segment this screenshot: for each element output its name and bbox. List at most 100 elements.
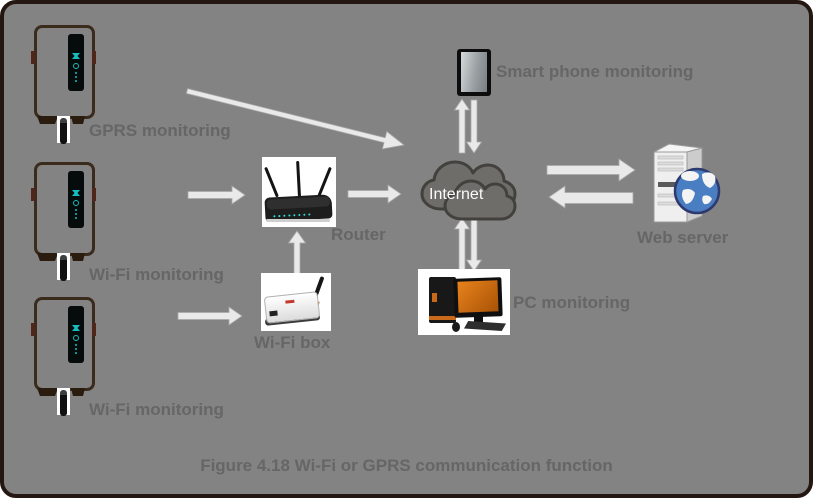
wifi-box-image	[261, 273, 331, 331]
label-smartphone-monitoring: Smart phone monitoring	[496, 62, 694, 81]
mounting-tab	[31, 188, 35, 201]
connection-arrows	[177, 88, 636, 326]
dc-connector	[37, 388, 58, 396]
gprs-stick	[57, 116, 70, 144]
web-server-image	[653, 143, 721, 223]
pc-monitor-stand	[474, 316, 483, 323]
display-led-dot	[75, 348, 77, 350]
label-pc-monitoring: PC monitoring	[513, 293, 631, 312]
router-led	[293, 214, 296, 217]
router-led	[273, 215, 276, 218]
globe-land	[682, 189, 695, 204]
display-led-dot	[75, 72, 77, 74]
inverter-wifi-1	[30, 158, 102, 284]
display-led-dot	[75, 344, 77, 346]
label-wifi-box: Wi-Fi box	[254, 333, 331, 352]
display-status-icon	[72, 53, 80, 59]
router-antenna	[264, 166, 279, 198]
arrow-internet-to-phone-down	[465, 99, 483, 154]
label-wifi-monitoring-2: Wi-Fi monitoring	[89, 400, 224, 419]
arrow-router-to-internet	[347, 184, 402, 204]
label-internet: Internet	[429, 186, 484, 203]
smartphone-screen	[461, 52, 487, 92]
arrow-internet-to-server	[546, 158, 636, 182]
router-led	[278, 214, 281, 218]
arrow-wifibox-to-router	[287, 230, 307, 279]
inverter-display	[68, 171, 84, 228]
dc-connector	[37, 253, 58, 261]
wifi-stick-body	[60, 390, 67, 416]
pc-tower-logo	[432, 293, 437, 302]
pc-image	[418, 269, 510, 335]
router-image	[262, 157, 336, 227]
pc-monitor-screen	[457, 280, 499, 313]
router-antenna	[296, 160, 301, 198]
display-led-dot	[75, 80, 77, 82]
arrow-inverter-to-wifibox	[177, 306, 243, 326]
router-antenna	[317, 166, 332, 198]
gprs-stick-body	[60, 118, 67, 144]
router-top-face	[266, 196, 330, 210]
pc-tower-stripe	[429, 316, 456, 320]
router-led	[288, 214, 291, 217]
router-led	[303, 213, 306, 216]
display-led-dot	[75, 76, 77, 78]
arrow-internet-to-pc-down	[465, 218, 483, 272]
router-led	[298, 213, 301, 217]
globe-land	[681, 171, 699, 181]
inverter-body	[34, 297, 95, 391]
router-base	[266, 219, 330, 222]
internet-cloud: Internet	[420, 160, 517, 221]
smartphone-image	[457, 49, 491, 96]
globe-land	[702, 195, 712, 205]
wifi-stick	[57, 388, 70, 416]
inverter-gprs	[30, 21, 102, 147]
wifi-box-body	[263, 291, 321, 324]
display-led-ring	[73, 335, 79, 341]
wifi-box-port	[269, 310, 278, 317]
arrow-inverter-to-router	[187, 185, 246, 205]
mounting-tab	[92, 323, 96, 336]
display-status-icon	[72, 190, 80, 196]
pc-monitor	[453, 277, 503, 318]
inverter-display	[68, 306, 84, 363]
wifi-box-logo	[285, 299, 295, 304]
dc-connector	[71, 253, 85, 261]
globe-land	[702, 172, 716, 188]
dc-connector	[71, 116, 85, 124]
wifi-stick	[57, 253, 70, 281]
router-body	[264, 194, 333, 222]
display-led-dot	[75, 352, 77, 354]
label-wifi-monitoring-1: Wi-Fi monitoring	[89, 265, 224, 284]
server-vent	[657, 155, 684, 160]
pc-mouse	[452, 322, 460, 332]
arrow-gprs-to-internet	[185, 88, 405, 150]
router-led	[308, 213, 311, 216]
dc-connector	[37, 116, 58, 124]
arrow-internet-to-phone-up	[453, 98, 471, 154]
display-led-ring	[73, 63, 79, 69]
pc-tower	[429, 277, 456, 323]
arrow-server-to-internet	[548, 185, 634, 209]
mounting-tab	[92, 51, 96, 64]
label-gprs-monitoring: GPRS monitoring	[89, 121, 231, 140]
mounting-tab	[31, 323, 35, 336]
display-status-icon	[72, 325, 80, 331]
server-vent	[657, 161, 684, 166]
router-led	[283, 214, 286, 217]
arrow-internet-to-pc-up	[453, 217, 471, 271]
pc-keyboard	[464, 321, 506, 331]
label-web-server: Web server	[637, 228, 729, 247]
inverter-wifi-2	[30, 293, 102, 419]
inverter-body	[34, 162, 95, 256]
server-vent	[657, 167, 684, 172]
label-router: Router	[331, 225, 386, 244]
dc-connector	[71, 388, 85, 396]
display-led-dot	[75, 217, 77, 219]
display-led-dot	[75, 213, 77, 215]
mounting-tab	[92, 188, 96, 201]
wifi-stick-body	[60, 255, 67, 281]
inverter-body	[34, 25, 95, 119]
display-led-dot	[75, 209, 77, 211]
